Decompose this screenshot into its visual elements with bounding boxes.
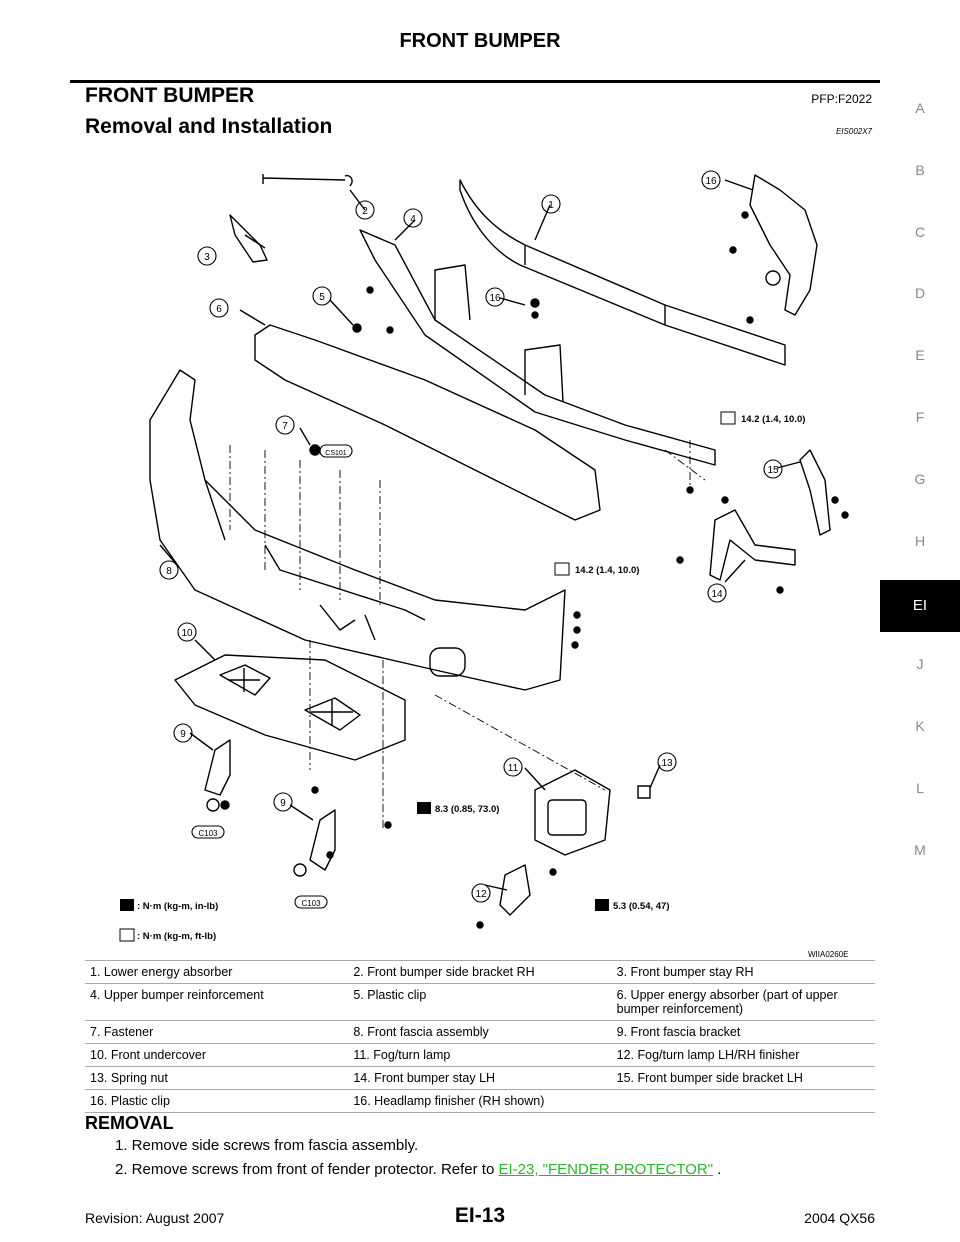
index-tab-e[interactable]: E xyxy=(915,347,925,364)
legend-cell: 6. Upper energy absorber (part of upper … xyxy=(611,983,875,1021)
footer-model: 2004 QX56 xyxy=(804,1210,875,1226)
legend-cell: 16. Headlamp finisher (RH shown) xyxy=(348,1089,612,1113)
torque-label-4: 5.3 (0.54, 47) xyxy=(613,901,670,912)
upper-reinforcement xyxy=(359,229,716,466)
bumper-stay-lh xyxy=(709,509,796,581)
legend-cell: 4. Upper bumper reinforcement xyxy=(85,983,349,1021)
index-tab-d[interactable]: D xyxy=(914,285,926,302)
index-tab-l[interactable]: L xyxy=(916,779,924,796)
index-tab-m[interactable]: M xyxy=(914,841,926,858)
fascia-bracket-left xyxy=(204,739,231,796)
legend-cell: 12. Fog/turn lamp LH/RH finisher xyxy=(611,1043,875,1067)
legend-cell: 14. Front bumper stay LH xyxy=(348,1066,612,1090)
lower-energy-absorber xyxy=(459,179,786,366)
removal-step-2-text: 2. Remove screws from front of fender pr… xyxy=(115,1161,495,1178)
legend-ftlb: : N·m (kg-m, ft-lb) xyxy=(137,931,216,942)
side-bracket-rh xyxy=(262,174,353,187)
legend-cell: 2. Front bumper side bracket RH xyxy=(348,960,612,984)
legend-cell: 5. Plastic clip xyxy=(348,983,612,1021)
callout-10: 10 xyxy=(181,628,193,639)
index-tab-ei[interactable]: EI xyxy=(880,580,960,633)
callout-11: 11 xyxy=(508,763,519,774)
fog-lamp-finisher xyxy=(499,864,531,916)
removal-step-2-end: . xyxy=(713,1161,722,1178)
exploded-diagram: 1 2 3 4 5 6 7 8 9 9 10 11 12 13 14 15 16… xyxy=(119,170,849,942)
index-tab-a[interactable]: A xyxy=(915,100,925,116)
callout-16: 16 xyxy=(705,176,717,187)
removal-step-2: 2. Remove screws from front of fender pr… xyxy=(115,1161,721,1178)
callout-15: 15 xyxy=(767,465,779,476)
callout-14: 14 xyxy=(711,589,723,600)
callout-13: 13 xyxy=(661,758,673,769)
legend-cell: 7. Fastener xyxy=(85,1020,349,1044)
callout-2: 2 xyxy=(362,206,368,217)
bumper-stay-rh xyxy=(229,214,268,263)
connector-c103-b: C103 xyxy=(301,899,321,908)
upper-energy-absorber xyxy=(254,324,601,521)
header-rule xyxy=(70,80,880,83)
torque-label-2: 14.2 (1.4, 10.0) xyxy=(575,565,639,576)
legend-cell: 16. Plastic clip xyxy=(85,1089,349,1113)
index-tab-k[interactable]: K xyxy=(915,718,925,734)
legend-cell: 11. Fog/turn lamp xyxy=(348,1043,612,1067)
torque-label-1: 14.2 (1.4, 10.0) xyxy=(741,414,805,425)
legend-cell: 9. Front fascia bracket xyxy=(611,1020,875,1044)
callout-3: 3 xyxy=(204,252,210,263)
callout-8: 8 xyxy=(166,566,172,577)
legend-cell: 15. Front bumper side bracket LH xyxy=(611,1066,875,1090)
index-tab-h[interactable]: H xyxy=(914,532,926,549)
index-tab-g[interactable]: G xyxy=(914,470,926,487)
page-header: FRONT BUMPER xyxy=(399,30,561,52)
removal-heading: REMOVAL xyxy=(85,1113,174,1133)
index-tab-b[interactable]: B xyxy=(915,161,925,178)
side-bracket-lh xyxy=(799,449,831,536)
callout-16b: 16 xyxy=(489,293,501,304)
callout-9b: 9 xyxy=(280,798,286,809)
figure-code: WIIA0260E xyxy=(808,950,849,959)
legend-cell: 13. Spring nut xyxy=(85,1066,349,1090)
section-title: FRONT BUMPER xyxy=(85,84,255,107)
torque-label-3: 8.3 (0.85, 73.0) xyxy=(435,804,499,815)
footer-revision: Revision: August 2007 xyxy=(85,1210,225,1226)
front-undercover xyxy=(174,654,406,761)
subsection-code: EIS002X7 xyxy=(835,127,872,136)
legend-cell: 8. Front fascia assembly xyxy=(348,1020,612,1044)
legend-cell: 10. Front undercover xyxy=(85,1043,349,1067)
fog-lamp xyxy=(534,769,611,856)
subsection-title: Removal and Installation xyxy=(85,115,333,138)
callout-6: 6 xyxy=(216,304,222,315)
footer-page-number: EI-13 xyxy=(454,1204,506,1227)
legend-inlb: : N·m (kg-m, in-lb) xyxy=(137,901,218,912)
legend-cell xyxy=(611,1089,875,1113)
connector-cs101: CS101 xyxy=(325,450,347,457)
index-tab-c[interactable]: C xyxy=(914,223,926,240)
spring-nut xyxy=(637,785,651,799)
headlamp-finisher xyxy=(749,174,818,316)
index-tab-j[interactable]: J xyxy=(916,656,924,673)
connector-c103-a: C103 xyxy=(198,829,218,838)
legend-cell: 3. Front bumper stay RH xyxy=(611,960,875,984)
legend-cell: 1. Lower energy absorber xyxy=(85,960,349,984)
callout-5: 5 xyxy=(319,292,325,303)
removal-step-1: 1. Remove side screws from fascia assemb… xyxy=(115,1137,419,1154)
fender-protector-link[interactable]: EI-23, "FENDER PROTECTOR" xyxy=(498,1161,714,1178)
index-tab-f[interactable]: F xyxy=(915,409,925,425)
callout-9: 9 xyxy=(180,729,186,740)
front-fascia xyxy=(149,369,566,691)
callout-12: 12 xyxy=(475,889,487,900)
fascia-bracket-right xyxy=(309,809,336,871)
section-code: PFP:F2022 xyxy=(811,92,872,106)
callout-7: 7 xyxy=(282,421,288,432)
callout-1: 1 xyxy=(548,200,554,211)
callout-4: 4 xyxy=(410,214,416,225)
